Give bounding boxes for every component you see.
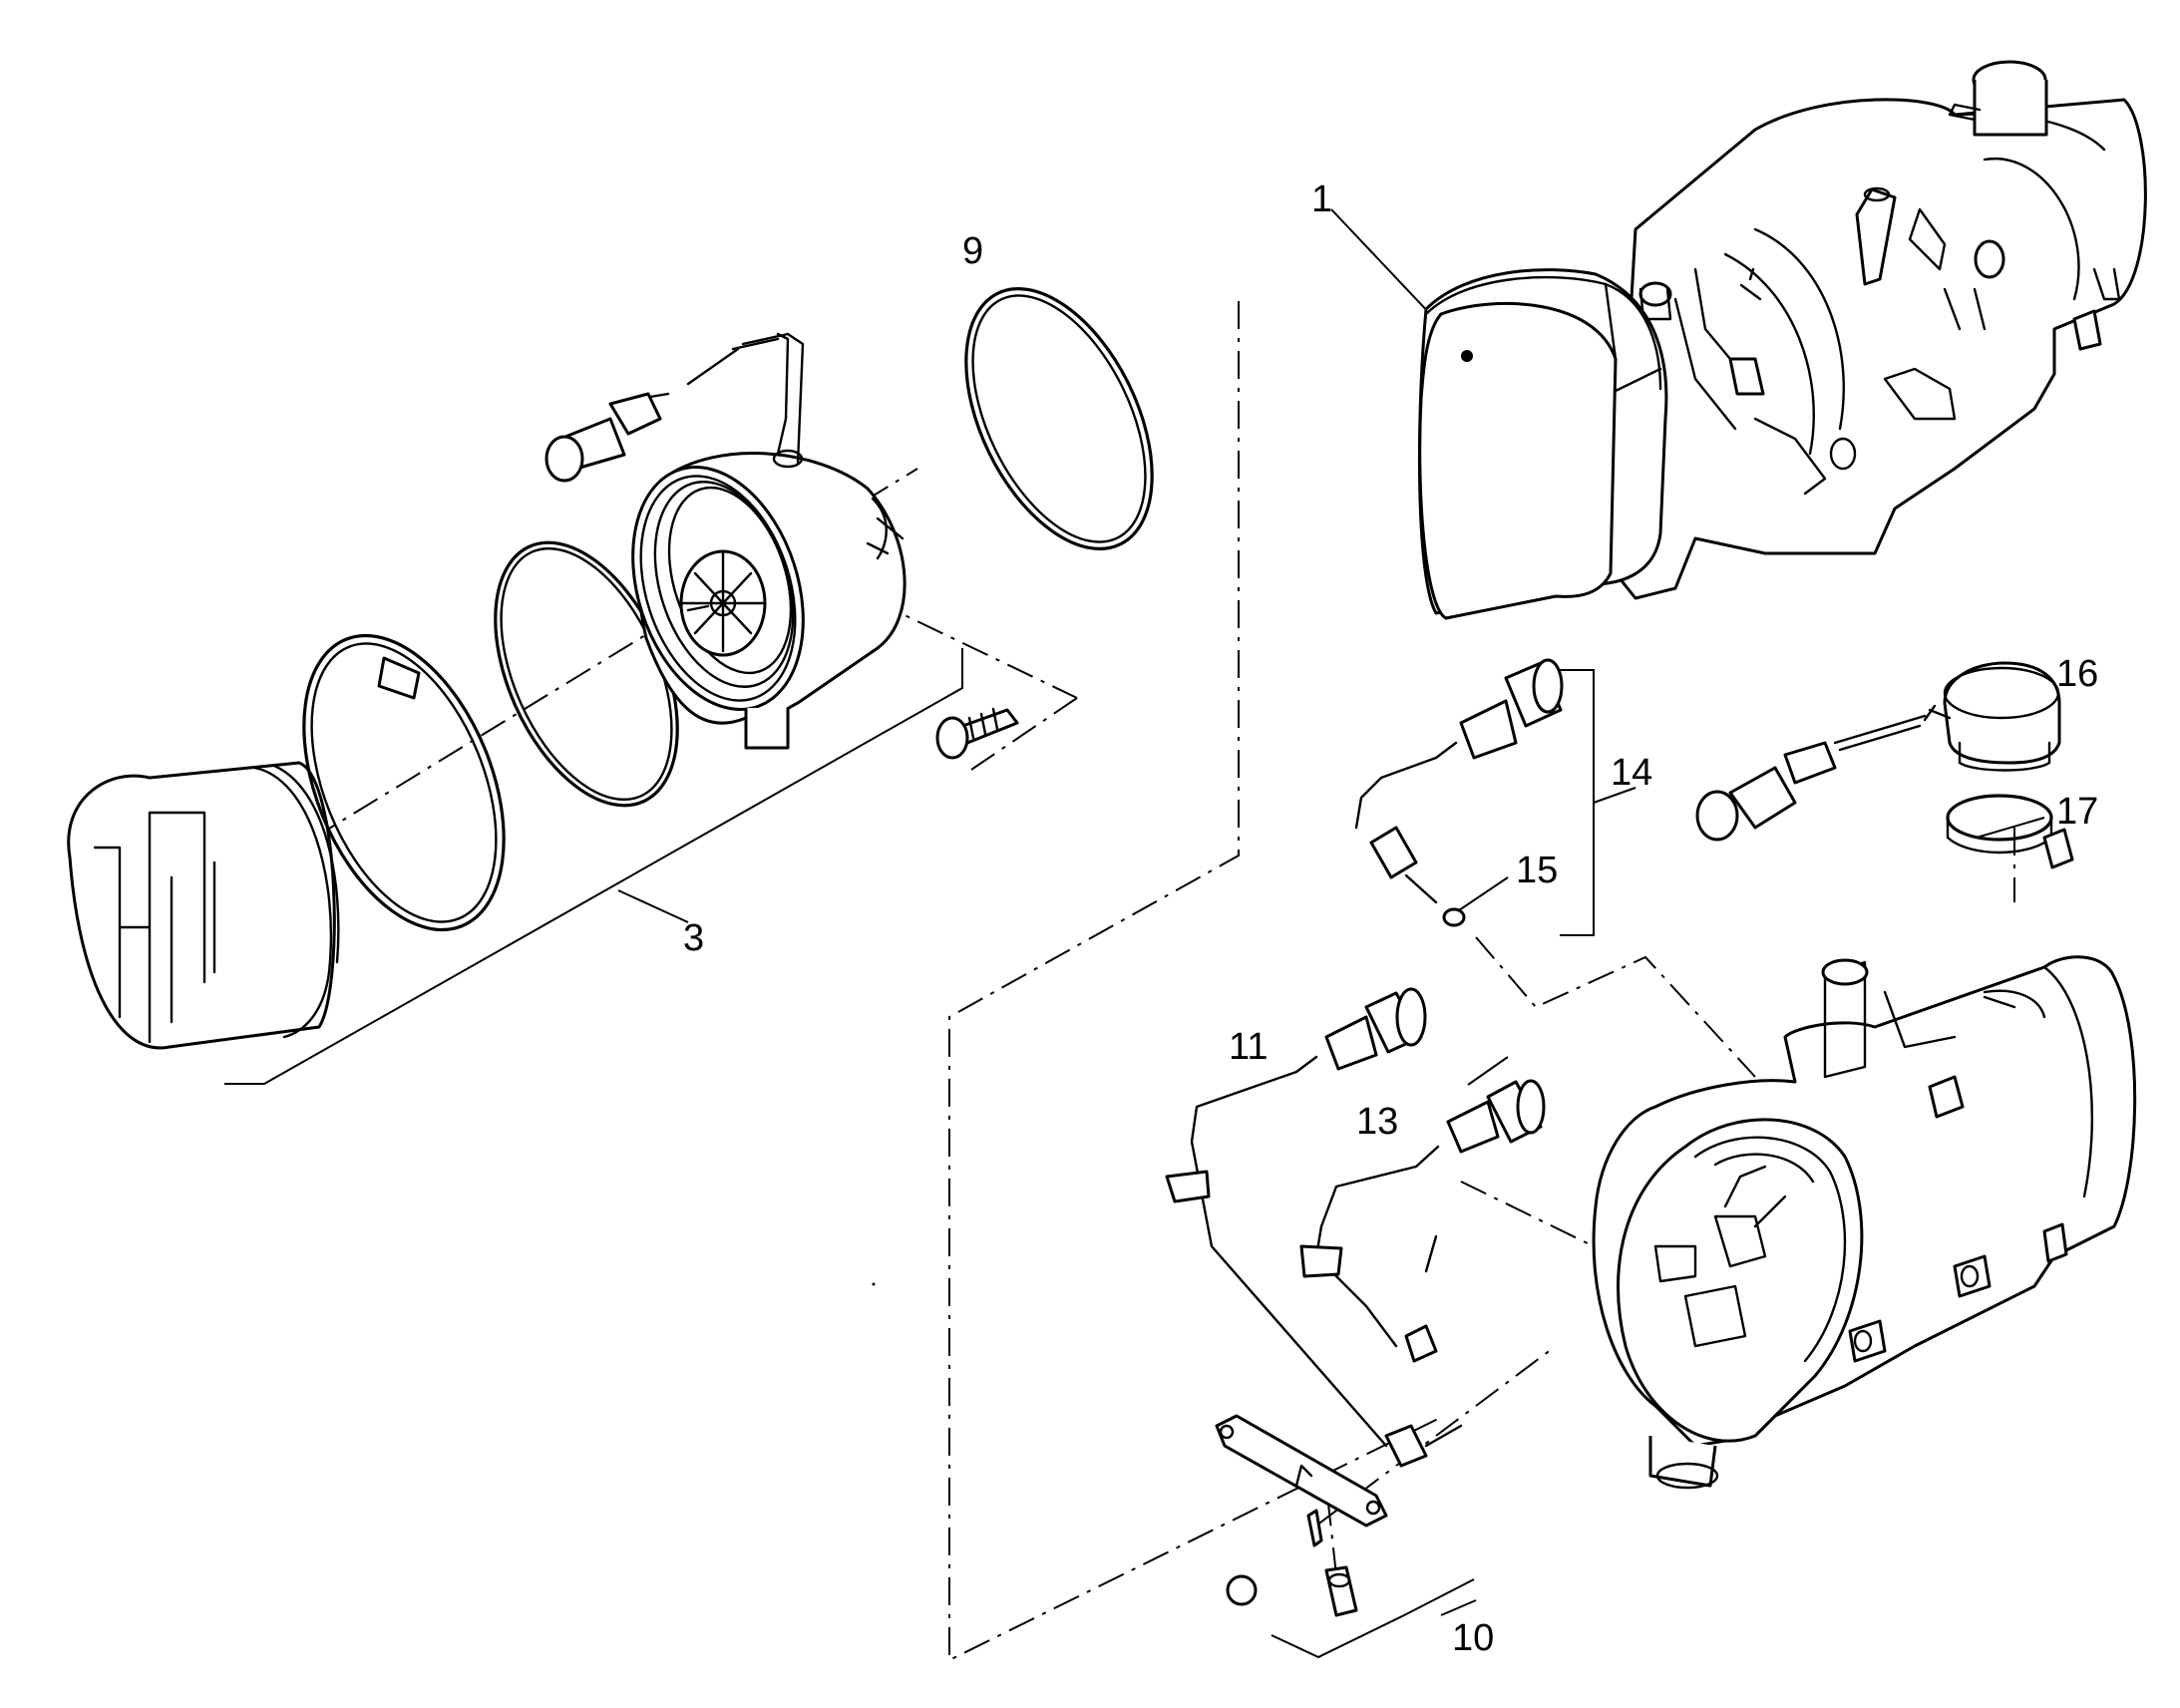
callout-9: 9 [962,230,983,272]
callout-14: 14 [1611,752,1652,794]
heater-assembly [1417,60,2147,620]
callout-13: 13 [1356,1101,1398,1143]
callouts: 1 3 9 10 11 13 14 15 16 17 [683,178,2098,1659]
callout-11: 11 [1229,1026,1268,1068]
callout-3: 3 [683,917,704,959]
sensor-cables [1165,987,1546,1468]
callout-10: 10 [1452,1617,1494,1659]
end-cap [67,761,340,1050]
leader-lines [224,208,2045,1659]
o-ring-rear [964,287,1154,550]
speck [872,1282,876,1286]
callout-17: 17 [2056,791,2098,833]
combustion-air-blower [545,332,907,750]
screw [935,707,1019,760]
temperature-sensor [1695,661,2074,869]
heater-base [1592,955,2137,1490]
hose-clamp [302,633,506,932]
callout-1: 1 [1311,178,1332,220]
retaining-bracket [1215,1414,1388,1617]
glow-pin [1354,658,1564,927]
callout-16: 16 [2056,653,2098,695]
callout-15: 15 [1516,850,1558,891]
